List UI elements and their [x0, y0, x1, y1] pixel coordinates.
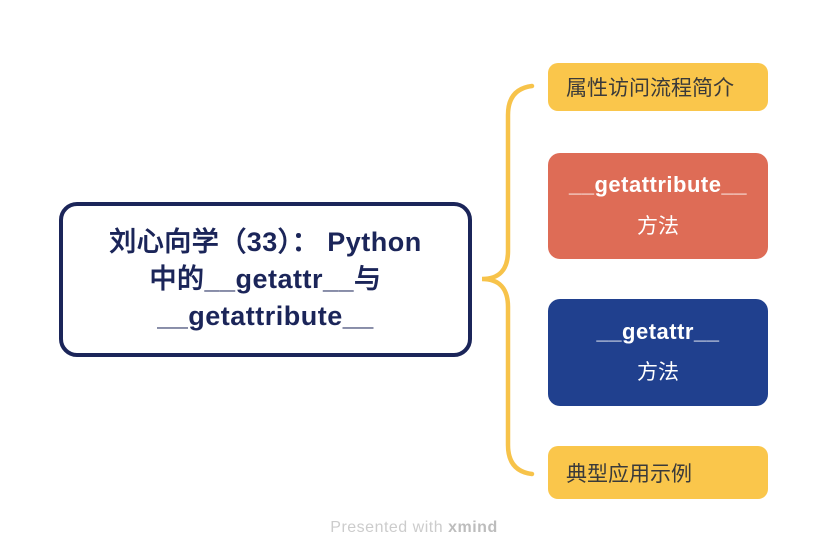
central-topic-node[interactable]: 刘心向学（33）： Python 中的__getattr__与 __getatt… — [59, 202, 472, 357]
central-topic-line-1: 刘心向学（33）： Python — [109, 227, 422, 257]
central-topic-line-2: 中的__getattr__与 — [149, 264, 382, 294]
branch-node-getattr-method[interactable]: __getattr__ 方法 — [548, 299, 768, 406]
branch-node-attribute-access-intro[interactable]: 属性访问流程简介 — [548, 63, 768, 111]
watermark-brand: xmind — [448, 519, 498, 536]
branch-node-getattribute-method[interactable]: __getattribute__ 方法 — [548, 153, 768, 259]
branch-label-line-2: 方法 — [637, 214, 679, 238]
branch-label-line-1: __getattr__ — [596, 318, 720, 344]
branch-label: 属性访问流程简介 — [566, 77, 734, 100]
branch-node-typical-examples[interactable]: 典型应用示例 — [548, 446, 768, 499]
central-topic-line-3: __getattribute__ — [157, 301, 374, 331]
watermark-text: Presented with — [330, 519, 444, 536]
curly-brace-connector — [481, 83, 535, 477]
branch-label-line-1: __getattribute__ — [569, 172, 747, 198]
branch-label-line-2: 方法 — [637, 361, 679, 385]
branch-label: 典型应用示例 — [566, 462, 692, 486]
